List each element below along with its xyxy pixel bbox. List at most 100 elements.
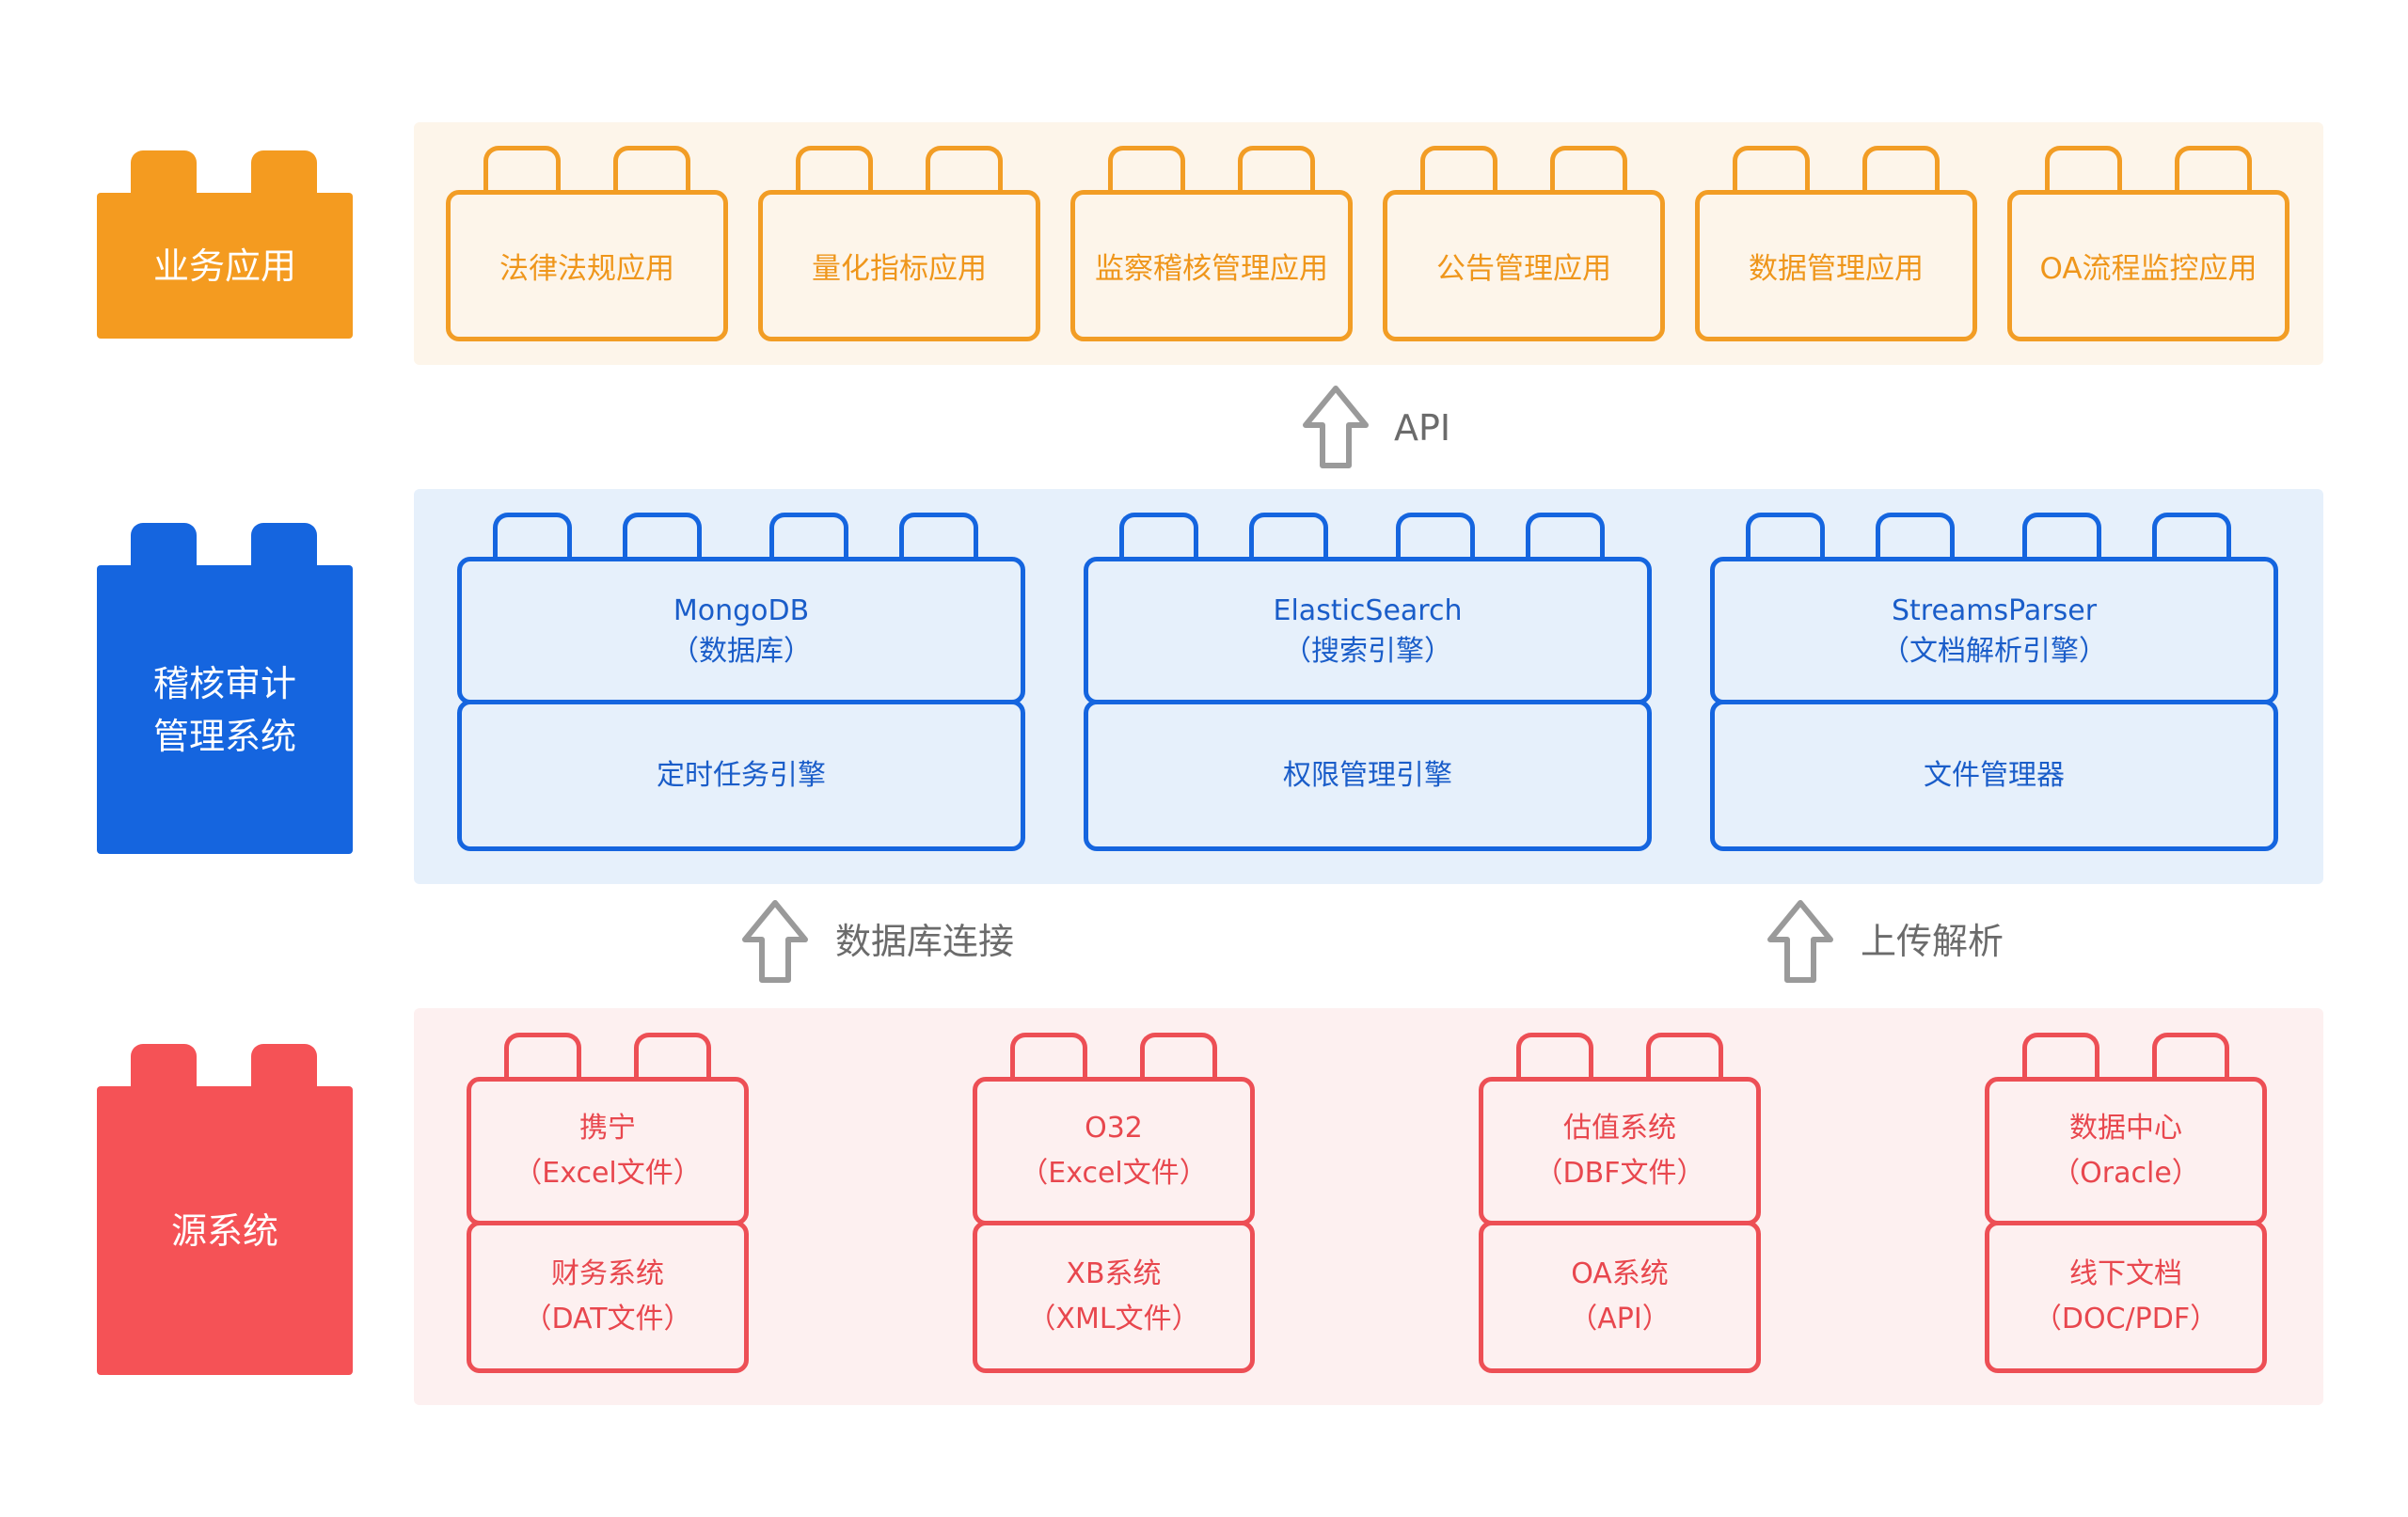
brick-peg bbox=[2152, 1033, 2229, 1079]
brick-peg bbox=[1746, 513, 1825, 559]
source-brick: 携宁 （Excel文件） 财务系统 （DAT文件） bbox=[467, 1033, 749, 1373]
engine-brick: ElasticSearch （搜索引擎） 权限管理引擎 bbox=[1084, 513, 1652, 851]
source-top-name: O32 bbox=[1085, 1112, 1143, 1145]
engine-bottom-label: 文件管理器 bbox=[1924, 759, 2065, 792]
brick-peg bbox=[1249, 513, 1328, 559]
brick-peg bbox=[2152, 513, 2231, 559]
business-panel bbox=[414, 122, 2323, 365]
source-brick: 数据中心 （Oracle） 线下文档 （DOC/PDF） bbox=[1985, 1033, 2267, 1373]
engine-bottom-label: 权限管理引擎 bbox=[1283, 759, 1452, 792]
brick-peg bbox=[769, 513, 848, 559]
engine-top-box: StreamsParser （文档解析引擎） bbox=[1710, 557, 2278, 704]
engine-name: ElasticSearch bbox=[1273, 593, 1463, 627]
app-label: 数据管理应用 bbox=[1749, 252, 1924, 286]
source-top-name: 携宁 bbox=[579, 1112, 636, 1145]
source-brick: 估值系统 （DBF文件） OA系统 （API） bbox=[1479, 1033, 1761, 1373]
engine-sub: （文档解析引擎） bbox=[1881, 634, 2107, 668]
brick-peg bbox=[2022, 1033, 2099, 1079]
brick-peg bbox=[1119, 513, 1198, 559]
brick-peg bbox=[2022, 513, 2101, 559]
source-bottom-name: 线下文档 bbox=[2069, 1257, 2182, 1290]
upload-parse-label: 上传解析 bbox=[1861, 921, 2004, 962]
audit-block-peg bbox=[131, 523, 197, 570]
brick-peg bbox=[1516, 1033, 1593, 1079]
api-up-arrow-icon bbox=[1303, 386, 1369, 468]
source-bottom-box: 线下文档 （DOC/PDF） bbox=[1985, 1221, 2267, 1373]
api-label: API bbox=[1394, 407, 1451, 449]
app-label: 法律法规应用 bbox=[499, 252, 674, 286]
brick-peg bbox=[504, 1033, 581, 1079]
engine-brick: MongoDB （数据库） 定时任务引擎 bbox=[457, 513, 1025, 851]
engine-sub: （数据库） bbox=[671, 634, 812, 668]
layer-audit-block: 稽核审计 管理系统 bbox=[97, 523, 353, 854]
source-bottom-name: OA系统 bbox=[1571, 1257, 1669, 1290]
business-block-body: 业务应用 bbox=[97, 193, 353, 339]
engine-name: MongoDB bbox=[673, 593, 810, 627]
engine-name: StreamsParser bbox=[1891, 593, 2098, 627]
app-box: 量化指标应用 bbox=[758, 190, 1040, 341]
source-block-body: 源系统 bbox=[97, 1086, 353, 1375]
source-layer-label: 源系统 bbox=[170, 1209, 278, 1252]
source-bottom-name: 财务系统 bbox=[551, 1257, 664, 1290]
app-brick: 公告管理应用 bbox=[1383, 146, 1665, 341]
source-top-sub: （Excel文件） bbox=[514, 1157, 702, 1190]
brick-peg bbox=[623, 513, 702, 559]
app-box: 公告管理应用 bbox=[1383, 190, 1665, 341]
source-top-box: 估值系统 （DBF文件） bbox=[1479, 1077, 1761, 1225]
source-bottom-sub: （API） bbox=[1569, 1303, 1671, 1335]
source-bottom-box: 财务系统 （DAT文件） bbox=[467, 1221, 749, 1373]
brick-peg bbox=[613, 146, 690, 192]
audit-block-body: 稽核审计 管理系统 bbox=[97, 565, 353, 854]
brick-peg bbox=[1526, 513, 1605, 559]
app-label: OA流程监控应用 bbox=[2039, 252, 2258, 286]
engine-bottom-label: 定时任务引擎 bbox=[657, 759, 826, 792]
brick-peg bbox=[2175, 146, 2252, 192]
source-top-name: 数据中心 bbox=[2069, 1112, 2182, 1145]
engine-top-box: ElasticSearch （搜索引擎） bbox=[1084, 557, 1652, 704]
brick-peg bbox=[1140, 1033, 1217, 1079]
source-top-sub: （Excel文件） bbox=[1020, 1157, 1208, 1190]
source-top-sub: （Oracle） bbox=[2052, 1157, 2200, 1190]
layer-source-block: 源系统 bbox=[97, 1044, 353, 1375]
source-brick: O32 （Excel文件） XB系统 （XML文件） bbox=[973, 1033, 1255, 1373]
brick-peg bbox=[1420, 146, 1497, 192]
brick-peg bbox=[1646, 1033, 1723, 1079]
brick-peg bbox=[1862, 146, 1940, 192]
audit-block-peg bbox=[251, 523, 317, 570]
brick-peg bbox=[2045, 146, 2122, 192]
source-bottom-sub: （XML文件） bbox=[1027, 1303, 1200, 1335]
engine-sub: （搜索引擎） bbox=[1283, 634, 1452, 668]
layer-business-block: 业务应用 bbox=[97, 150, 353, 339]
upload-parse-up-arrow-icon bbox=[1767, 900, 1833, 983]
db-connect-label: 数据库连接 bbox=[835, 921, 1015, 962]
brick-peg bbox=[1108, 146, 1185, 192]
engine-top-box: MongoDB （数据库） bbox=[457, 557, 1025, 704]
source-top-name: 估值系统 bbox=[1563, 1112, 1676, 1145]
app-brick: 量化指标应用 bbox=[758, 146, 1040, 341]
app-box: 法律法规应用 bbox=[446, 190, 728, 341]
brick-peg bbox=[1876, 513, 1955, 559]
brick-peg bbox=[926, 146, 1003, 192]
engine-brick: StreamsParser （文档解析引擎） 文件管理器 bbox=[1710, 513, 2278, 851]
engine-bottom-box: 文件管理器 bbox=[1710, 700, 2278, 851]
source-bottom-sub: （DOC/PDF） bbox=[2033, 1303, 2219, 1335]
brick-peg bbox=[634, 1033, 711, 1079]
brick-peg bbox=[1238, 146, 1315, 192]
source-bottom-sub: （DAT文件） bbox=[523, 1303, 692, 1335]
source-block-peg bbox=[131, 1044, 197, 1091]
app-label: 监察稽核管理应用 bbox=[1095, 252, 1328, 286]
app-brick: 数据管理应用 bbox=[1695, 146, 1977, 341]
brick-peg bbox=[1733, 146, 1810, 192]
app-box: OA流程监控应用 bbox=[2007, 190, 2289, 341]
business-block-peg bbox=[251, 150, 317, 198]
source-bottom-box: XB系统 （XML文件） bbox=[973, 1221, 1255, 1373]
business-layer-label: 业务应用 bbox=[152, 245, 296, 287]
db-connect-up-arrow-icon bbox=[742, 900, 808, 983]
engine-bottom-box: 定时任务引擎 bbox=[457, 700, 1025, 851]
app-brick: 监察稽核管理应用 bbox=[1070, 146, 1353, 341]
app-label: 公告管理应用 bbox=[1436, 252, 1611, 286]
brick-peg bbox=[1010, 1033, 1087, 1079]
source-top-sub: （DBF文件） bbox=[1534, 1157, 1705, 1190]
app-brick: 法律法规应用 bbox=[446, 146, 728, 341]
audit-layer-label-line2: 管理系统 bbox=[152, 715, 296, 757]
